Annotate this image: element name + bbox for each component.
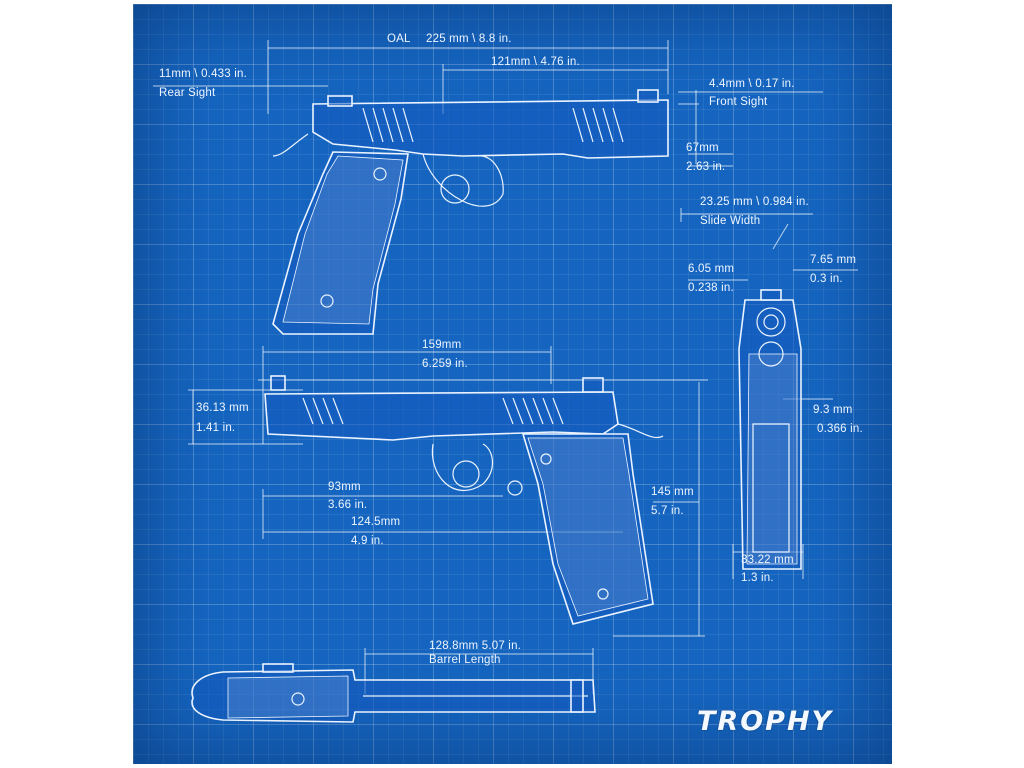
dim-605-in: 0.238 in. — [688, 282, 734, 294]
rear-sight-label: Rear Sight — [159, 87, 216, 99]
brand-logo-text: TROPHY — [697, 706, 834, 737]
bottom-pistol-drawing — [264, 375, 664, 625]
drawing-lines — [153, 40, 858, 723]
dim-93-mm: 93mm — [328, 481, 361, 493]
dim-159-mm: 159mm — [422, 339, 462, 351]
slide-width-label: Slide Width — [700, 215, 761, 227]
front-sight-label: Front Sight — [709, 96, 768, 108]
dim-765-in: 0.3 in. — [810, 273, 843, 285]
dim-93-in: 3.66 in. — [328, 499, 368, 511]
dim-93b-mm: 9.3 mm — [813, 404, 853, 416]
dim-145-in: 5.7 in. — [651, 505, 684, 517]
rear-view-drawing — [738, 289, 802, 570]
dim-121-label: 121mm \ 4.76 in. — [491, 56, 580, 68]
top-view-drawing — [191, 663, 596, 723]
barrel-length-label: Barrel Length — [429, 654, 501, 666]
front-sight-value: 4.4mm \ 0.17 in. — [709, 78, 795, 90]
dim-765-mm: 7.65 mm — [810, 254, 857, 266]
oal-label: OAL — [387, 33, 411, 45]
dim-93b-in: 0.366 in. — [817, 423, 863, 435]
rear-sight-value: 11mm \ 0.433 in. — [159, 68, 248, 80]
dim-67-mm: 67mm — [686, 142, 719, 154]
barrel-length-value: 128.8mm 5.07 in. — [429, 640, 522, 652]
dimension-lines — [153, 40, 858, 694]
dim-1245-in: 4.9 in. — [351, 535, 384, 547]
dim-3322-mm: 33.22 mm — [741, 554, 794, 566]
dim-159-in: 6.259 in. — [422, 358, 468, 370]
dim-67-in: 2.63 in. — [686, 161, 726, 173]
dim-3613-in: 1.41 in. — [196, 422, 236, 434]
dim-605-mm: 6.05 mm — [688, 263, 735, 275]
top-pistol-drawing — [272, 89, 669, 335]
dim-1245-mm: 124.5mm — [351, 516, 401, 528]
dim-3613-mm: 36.13 mm — [196, 402, 249, 414]
dim-145-mm: 145 mm — [651, 486, 694, 498]
dim-3322-in: 1.3 in. — [741, 572, 774, 584]
slide-width-value: 23.25 mm \ 0.984 in. — [700, 196, 809, 208]
oal-value: 225 mm \ 8.8 in. — [426, 33, 512, 45]
blueprint-sheet: OAL 225 mm \ 8.8 in. 121mm \ 4.76 in. 11… — [133, 4, 892, 764]
